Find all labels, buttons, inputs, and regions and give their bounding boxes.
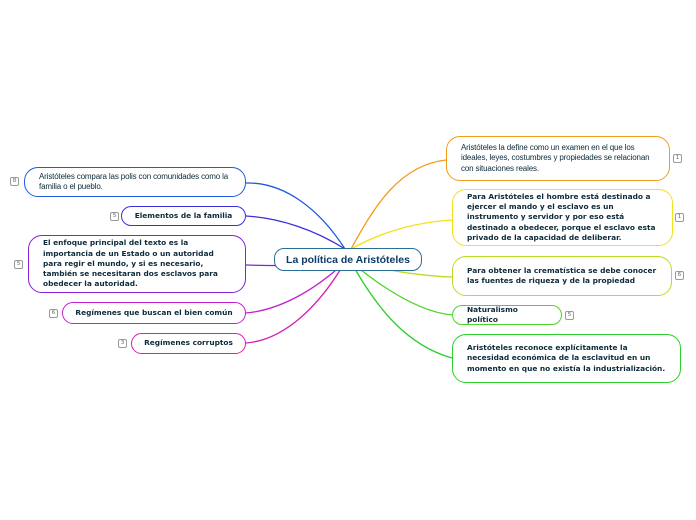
note-count-badge-l5[interactable]: 3 <box>118 339 127 348</box>
left-topic-3-text: El enfoque principal del texto es la imp… <box>43 238 218 289</box>
connector-left-5 <box>245 261 346 344</box>
right-topic-2-text: Para Aristóteles el hombre está destinad… <box>467 191 656 242</box>
right-topic-5[interactable]: Aristóteles reconoce explícitamente la n… <box>452 334 681 383</box>
note-count-badge-r1[interactable]: 1 <box>673 154 682 163</box>
right-topic-2[interactable]: Para Aristóteles el hombre está destinad… <box>452 189 673 246</box>
note-count-badge-l2[interactable]: 5 <box>110 212 119 221</box>
central-topic[interactable]: La política de Aristóteles <box>274 248 422 271</box>
note-count-badge-r3[interactable]: 6 <box>675 271 684 280</box>
note-count-badge-l4[interactable]: 6 <box>49 309 58 318</box>
connector-right-2 <box>350 219 453 250</box>
left-topic-3[interactable]: El enfoque principal del texto es la imp… <box>28 235 246 293</box>
right-topic-3[interactable]: Para obtener la crematística se debe con… <box>452 256 672 296</box>
left-topic-2[interactable]: Elementos de la familia <box>121 206 246 226</box>
left-topic-4[interactable]: Regímenes que buscan el bien común <box>62 302 246 324</box>
connector-right-5 <box>350 261 453 359</box>
left-topic-4-text: Regímenes que buscan el bien común <box>75 307 233 317</box>
note-count-badge-l3[interactable]: 5 <box>14 260 23 269</box>
right-topic-3-text: Para obtener la crematística se debe con… <box>467 265 657 285</box>
central-topic-label: La política de Aristóteles <box>286 253 410 266</box>
left-topic-1-text: Aristóteles compara las polis con comuni… <box>39 171 229 191</box>
right-topic-5-text: Aristóteles reconoce explícitamente la n… <box>467 343 666 373</box>
right-topic-4[interactable]: Naturalismo político <box>452 305 562 325</box>
right-topic-4-text: Naturalismo político <box>467 304 518 324</box>
note-count-badge-r4[interactable]: 5 <box>565 311 574 320</box>
left-topic-5-text: Regímenes corruptos <box>144 338 233 348</box>
connector-left-2 <box>245 215 346 250</box>
right-topic-1[interactable]: Aristóteles la define como un examen en … <box>446 136 670 181</box>
connector-right-1 <box>350 159 447 250</box>
left-topic-5[interactable]: Regímenes corruptos <box>131 333 246 354</box>
connector-left-1 <box>245 182 346 250</box>
left-topic-2-text: Elementos de la familia <box>134 210 233 220</box>
note-count-badge-r2[interactable]: 1 <box>675 213 684 222</box>
note-count-badge-l1[interactable]: 8 <box>10 177 19 186</box>
left-topic-1[interactable]: Aristóteles compara las polis con comuni… <box>24 167 246 197</box>
right-topic-1-text: Aristóteles la define como un examen en … <box>461 142 650 173</box>
